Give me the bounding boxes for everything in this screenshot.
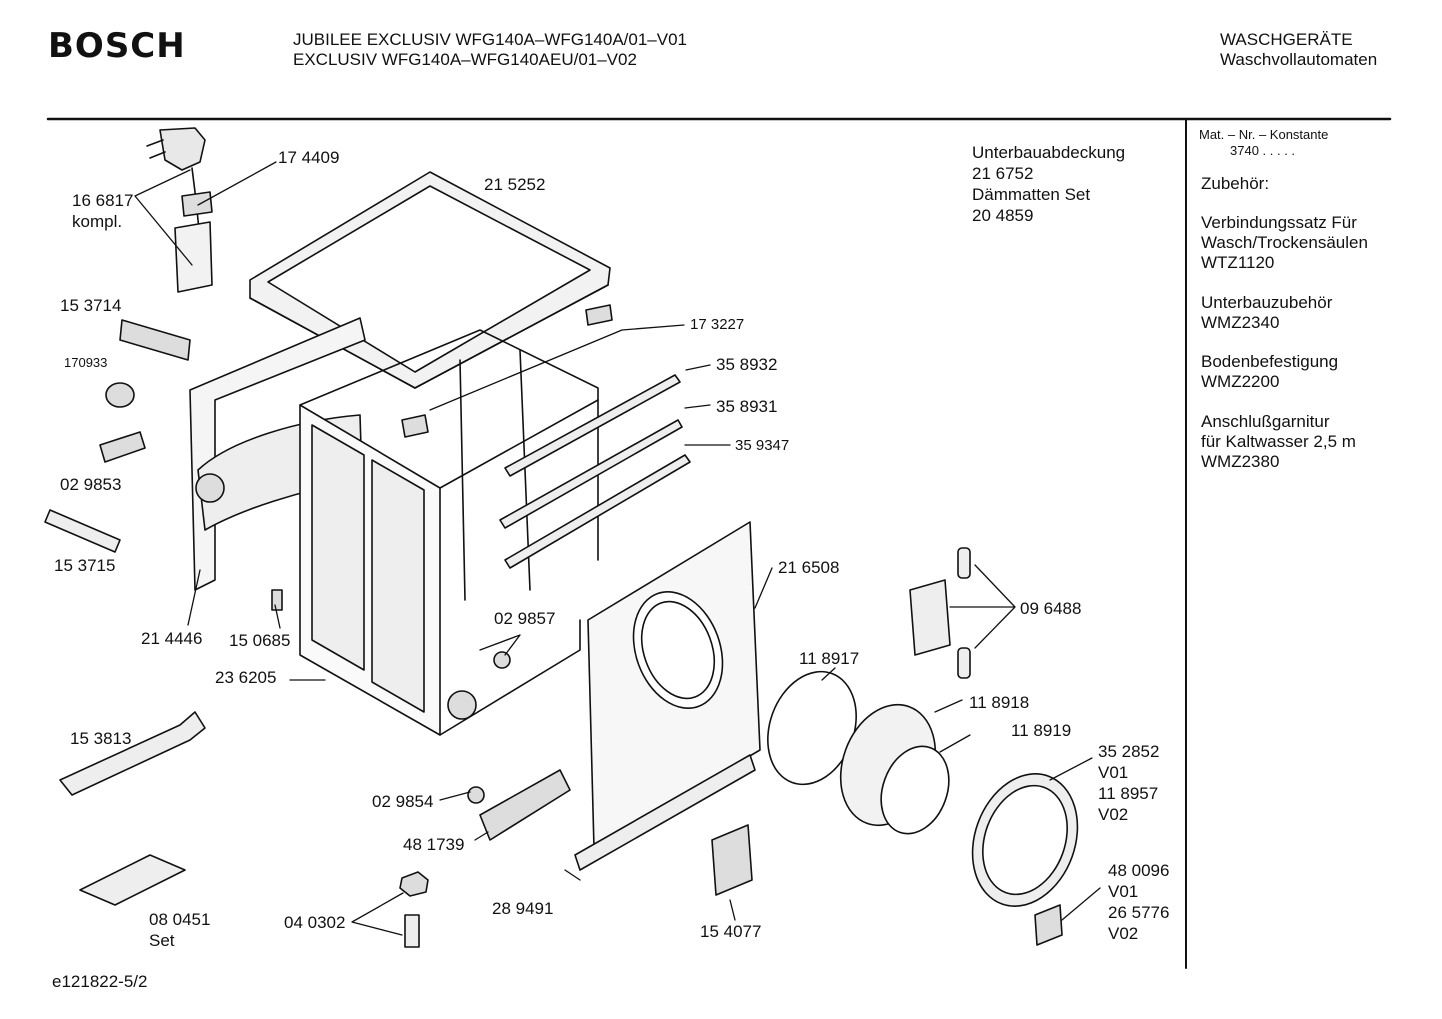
model-line-1: JUBILEE EXCLUSIV WFG140A–WFG140A/01–V01: [293, 30, 688, 49]
brand-logo: BOSCH: [48, 26, 186, 66]
part-label: 35 8932: [716, 355, 778, 374]
part-version: V02: [1098, 805, 1129, 824]
part-label: 11 8957: [1098, 784, 1159, 803]
category-line-1: WASCHGERÄTE: [1220, 30, 1353, 49]
cabinet-body-part: [299, 329, 599, 736]
rails-part: [499, 374, 691, 569]
part-label: 17 4409: [278, 148, 340, 167]
part-version: V01: [1098, 763, 1129, 782]
nut-bolt-part: [399, 871, 429, 948]
accessory-3-line-2: WMZ2200: [1201, 372, 1280, 391]
part-label-suffix: kompl.: [72, 212, 123, 231]
part-label: 26 5776: [1108, 903, 1170, 922]
leader-lines: [134, 161, 1101, 936]
note-3: Dämmatten Set: [972, 185, 1091, 204]
part-label: 35 9347: [735, 437, 790, 454]
part-label: 35 8931: [716, 397, 778, 416]
constant-value: 3740 . . . . .: [1230, 143, 1296, 158]
wrench-part: [59, 711, 206, 796]
power-cord-part: [146, 127, 213, 293]
part-label: 11 8917: [799, 649, 860, 668]
accessory-1-line-3: WTZ1120: [1201, 253, 1275, 272]
note-1: Unterbauabdeckung: [972, 143, 1126, 162]
accessories-title: Zubehör:: [1201, 174, 1270, 193]
part-label: 48 1739: [403, 835, 465, 854]
part-label: 170933: [64, 355, 108, 370]
accessory-3-line-1: Bodenbefestigung: [1201, 352, 1339, 371]
accessory-4-line-1: Anschlußgarnitur: [1201, 412, 1330, 431]
door-lock-part: [711, 824, 753, 896]
part-label: 02 9857: [494, 609, 556, 628]
part-label: 17 3227: [690, 316, 745, 333]
part-label: 15 3813: [70, 729, 132, 748]
part-label: 09 6488: [1020, 599, 1082, 618]
part-label: 15 3715: [54, 556, 116, 575]
part-label: 15 0685: [229, 631, 291, 650]
accessory-4-line-3: WMZ2380: [1201, 452, 1280, 471]
part-label: 23 6205: [215, 668, 277, 687]
accessory-4-line-2: für Kaltwasser 2,5 m: [1201, 432, 1356, 451]
part-label: 02 9854: [372, 792, 434, 811]
front-panel-part: [587, 521, 761, 849]
part-label: 11 8918: [969, 693, 1030, 712]
accessory-1-line-1: Verbindungssatz Für: [1201, 213, 1357, 232]
control-insert-part: [479, 769, 571, 841]
part-version: V01: [1108, 882, 1139, 901]
part-label: 21 4446: [141, 629, 203, 648]
part-label: 04 0302: [284, 913, 346, 932]
door-rings-part: [767, 670, 1079, 907]
accessory-2-line-1: Unterbauzubehör: [1201, 293, 1333, 312]
note-2: 21 6752: [972, 164, 1034, 183]
kick-plate-part: [574, 754, 756, 871]
part-label: 16 6817: [72, 191, 134, 210]
part-version: V02: [1108, 924, 1139, 943]
note-4: 20 4859: [972, 206, 1034, 225]
diagram-id: e121822-5/2: [52, 972, 148, 991]
hinge-part: [909, 547, 971, 679]
model-line-2: EXCLUSIV WFG140A–WFG140AEU/01–V02: [293, 50, 637, 69]
part-label-suffix: Set: [149, 931, 175, 950]
accessory-1-line-2: Wasch/Trockensäulen: [1201, 233, 1368, 252]
part-label: 15 3714: [60, 296, 122, 315]
part-label: 15 4077: [700, 922, 762, 941]
part-label: 35 2852: [1098, 742, 1160, 761]
clips-part: [401, 304, 1063, 946]
part-label: 28 9491: [492, 899, 554, 918]
part-label: 48 0096: [1108, 861, 1170, 880]
part-label: 21 5252: [484, 175, 546, 194]
part-label: 02 9853: [60, 475, 122, 494]
constant-label: Mat. – Nr. – Konstante: [1199, 127, 1329, 142]
part-label: 21 6508: [778, 558, 840, 577]
accessory-2-line-2: WMZ2340: [1201, 313, 1280, 332]
part-label: 08 0451: [149, 910, 211, 929]
small-parts-left: [44, 319, 283, 611]
category-line-2: Waschvollautomaten: [1220, 50, 1378, 69]
bracket-part: [79, 854, 186, 906]
part-label: 11 8919: [1011, 721, 1072, 740]
